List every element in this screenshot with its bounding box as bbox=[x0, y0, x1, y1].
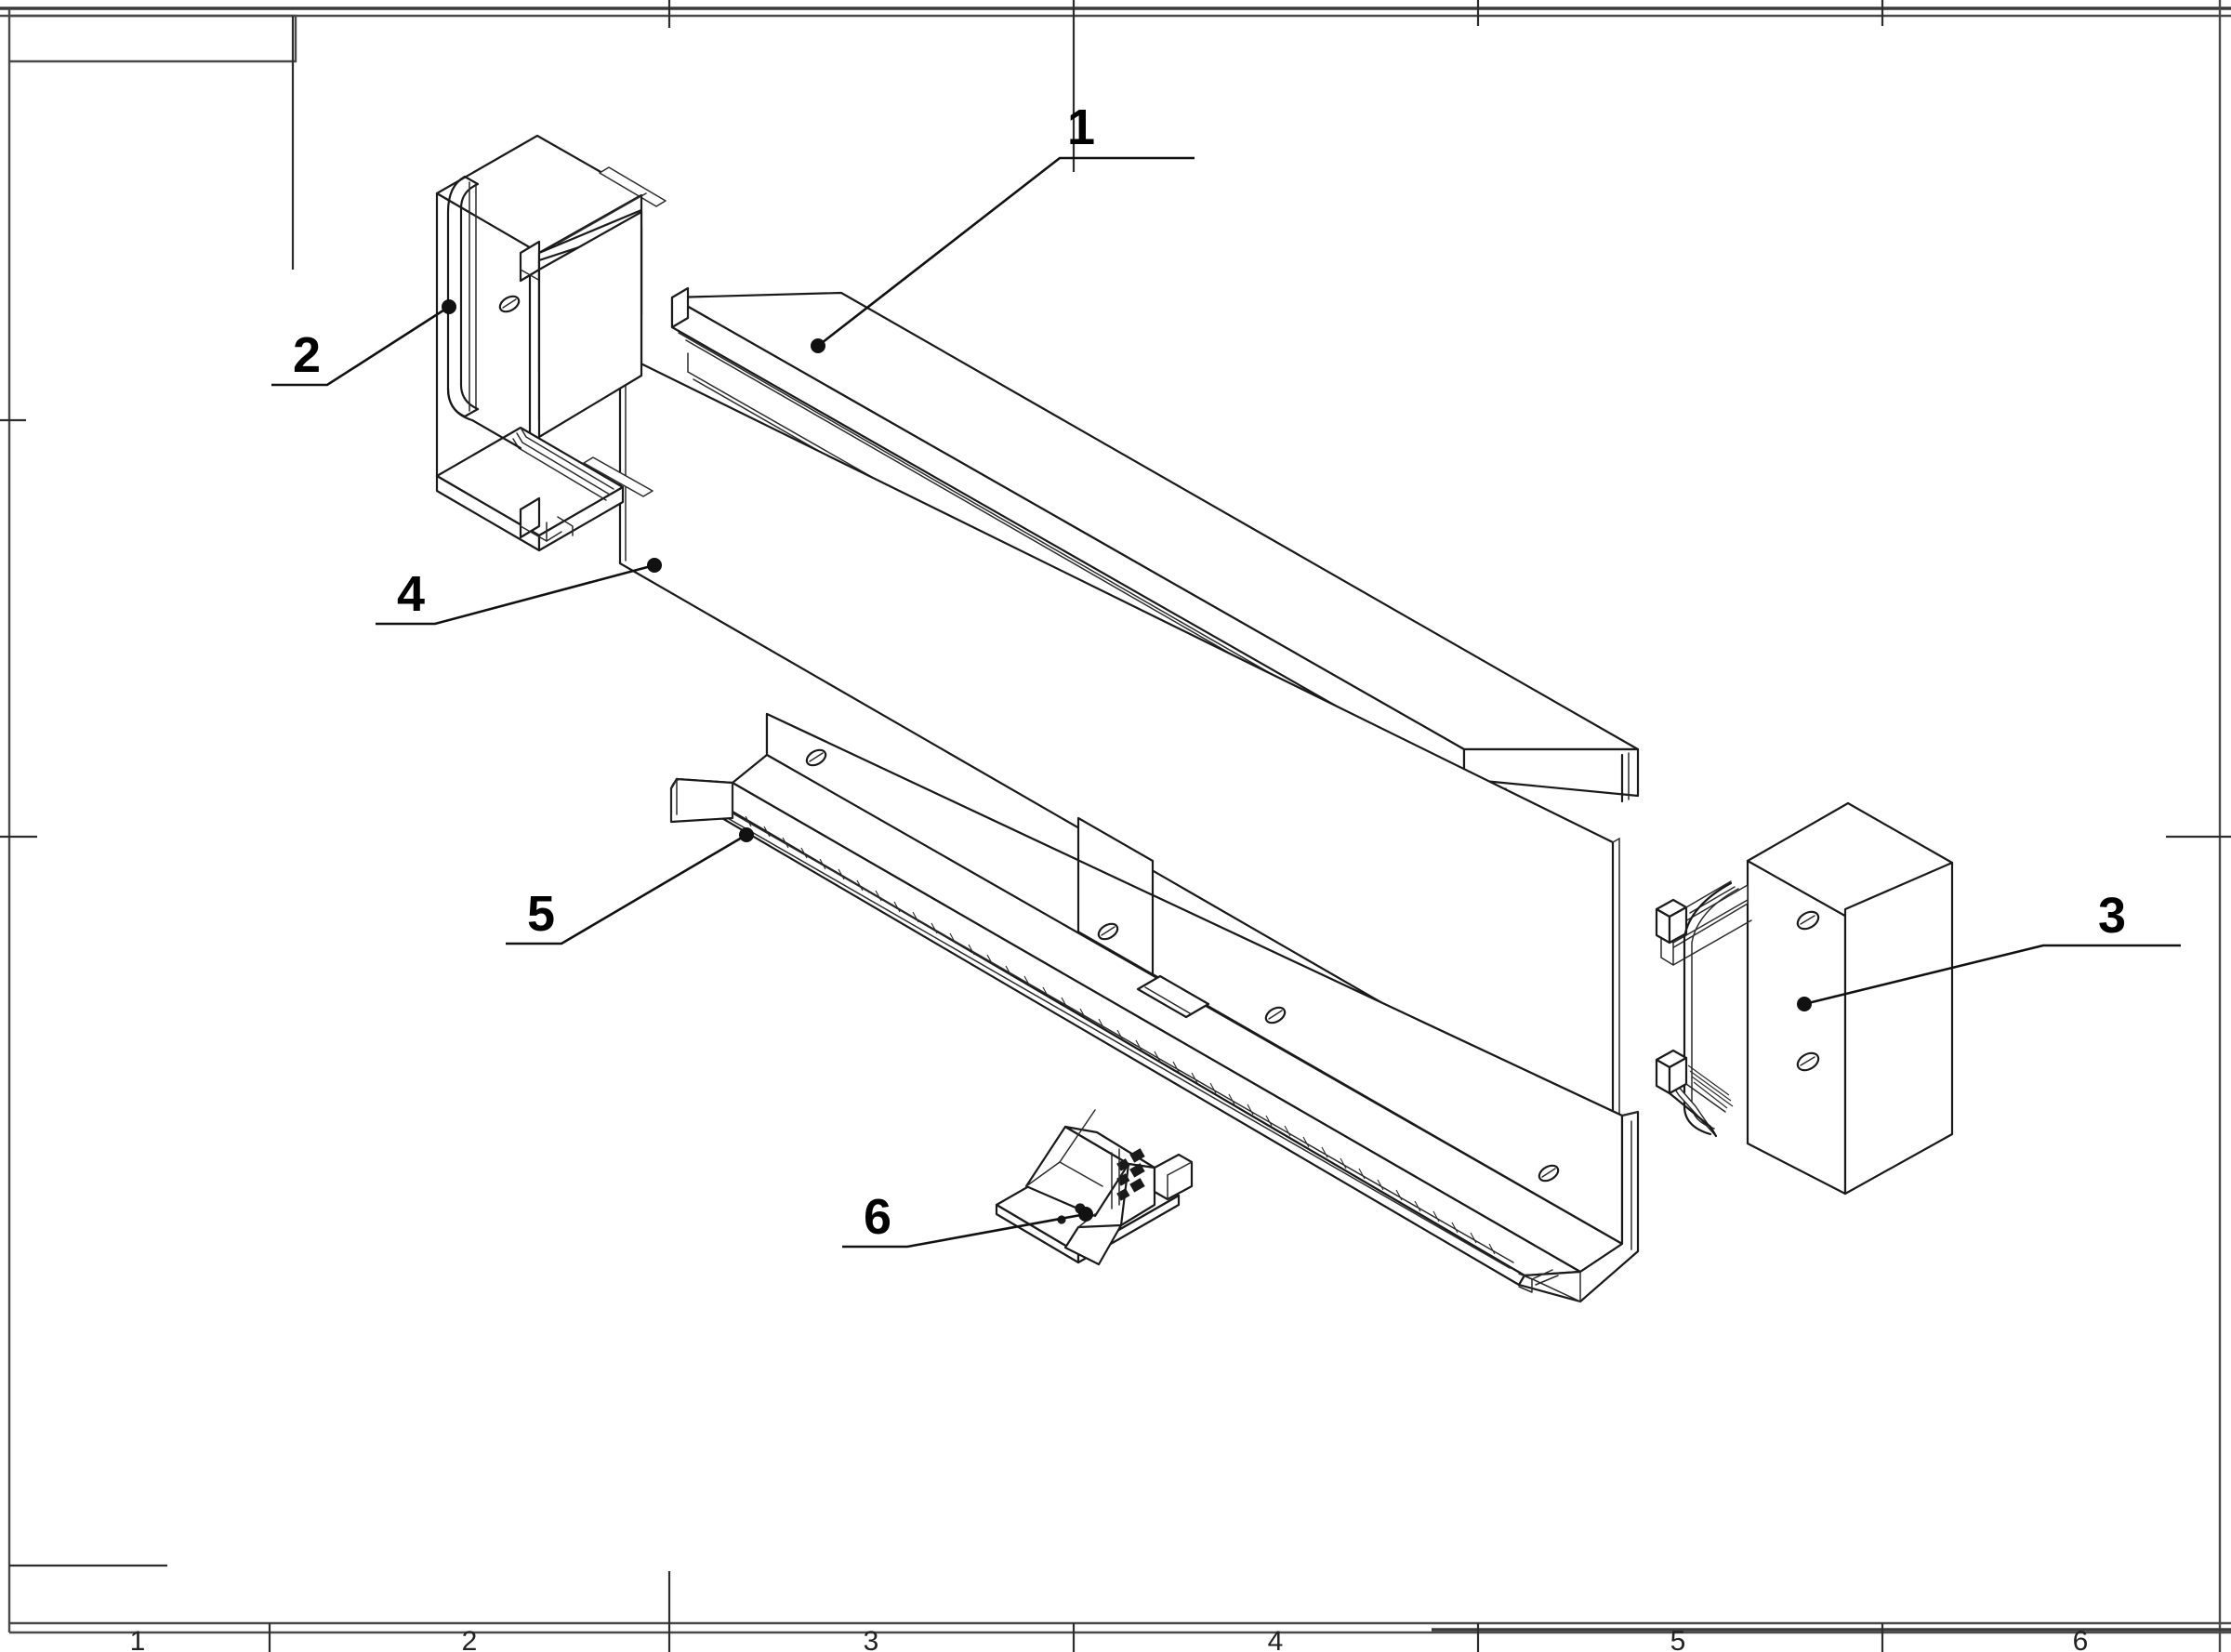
balloon-1[interactable]: 1 bbox=[811, 99, 1195, 353]
balloon-3-label: 3 bbox=[2098, 888, 2126, 944]
zone-label-4: 4 bbox=[1268, 1626, 1284, 1652]
zone-label-2: 2 bbox=[462, 1626, 478, 1652]
part-2-left-end-bracket bbox=[435, 134, 667, 552]
balloon-3[interactable]: 3 bbox=[1797, 888, 2181, 1011]
balloon-5-label: 5 bbox=[527, 886, 555, 942]
zone-label-1: 1 bbox=[130, 1626, 146, 1652]
balloon-2[interactable]: 2 bbox=[271, 299, 456, 387]
balloon-4-label: 4 bbox=[397, 566, 425, 622]
zone-label-3: 3 bbox=[864, 1626, 879, 1652]
balloon-1-label: 1 bbox=[1067, 99, 1095, 155]
balloon-5[interactable]: 5 bbox=[506, 827, 754, 945]
balloon-4[interactable]: 4 bbox=[376, 558, 662, 626]
part-5-base-channel bbox=[669, 712, 1640, 1303]
balloon-6[interactable]: 6 bbox=[842, 1189, 1093, 1249]
zone-label-6: 6 bbox=[2073, 1626, 2089, 1652]
zone-numbers-bottom: 1 2 3 4 5 6 bbox=[130, 1626, 2089, 1652]
balloon-2-label: 2 bbox=[293, 327, 321, 383]
zone-label-5: 5 bbox=[1670, 1626, 1686, 1652]
balloon-callouts: 1 2 3 4 bbox=[271, 99, 2181, 1249]
part-6-connector-clip bbox=[995, 1109, 1194, 1266]
balloon-6-label: 6 bbox=[864, 1189, 891, 1245]
part-3-right-end-bracket bbox=[1655, 801, 1954, 1196]
